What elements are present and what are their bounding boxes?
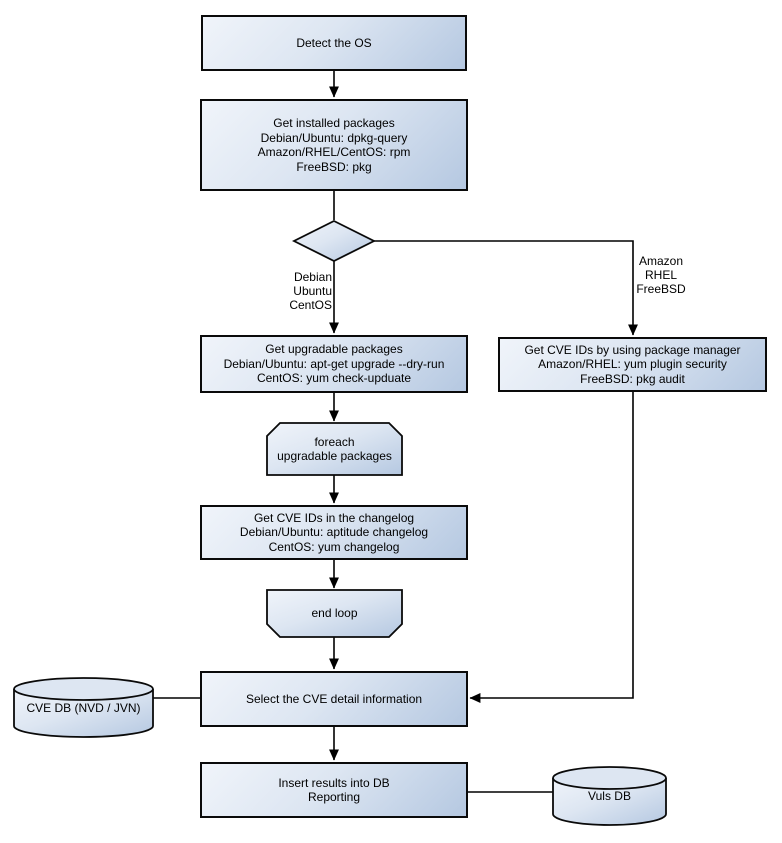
database-cylinder-cve-db-top [13, 677, 154, 701]
database-cylinder-vuls-db-top [552, 766, 667, 790]
node-detect-os: Detect the OS [201, 15, 467, 71]
node-get-cve-ids-package-manager: Get CVE IDs by using package manager Ama… [498, 337, 767, 392]
loop-start-shape-foreach [266, 422, 403, 476]
branch-label-left-debian-ubuntu-centos: Debian Ubuntu CentOS [289, 270, 332, 312]
decision-diamond-os [291, 219, 377, 263]
node-get-cve-ids-changelog: Get CVE IDs in the changelog Debian/Ubun… [200, 505, 468, 560]
node-get-installed-packages: Get installed packages Debian/Ubuntu: dp… [200, 99, 468, 191]
database-cylinder-cve-db-body [13, 689, 154, 738]
edge-cve-pkg-manager-to-select [469, 392, 634, 703]
node-insert-results: Insert results into DB Reporting [200, 762, 468, 818]
database-cylinder-vuls-db-body [552, 778, 667, 826]
edge-decision-to-cve-pkg-manager [374, 240, 638, 336]
node-select-cve-detail: Select the CVE detail information [200, 671, 468, 727]
branch-label-right-amazon-rhel-freebsd: Amazon RHEL FreeBSD [636, 254, 686, 296]
loop-end-shape [266, 589, 403, 638]
node-get-upgradable-packages: Get upgradable packages Debian/Ubuntu: a… [200, 335, 468, 393]
